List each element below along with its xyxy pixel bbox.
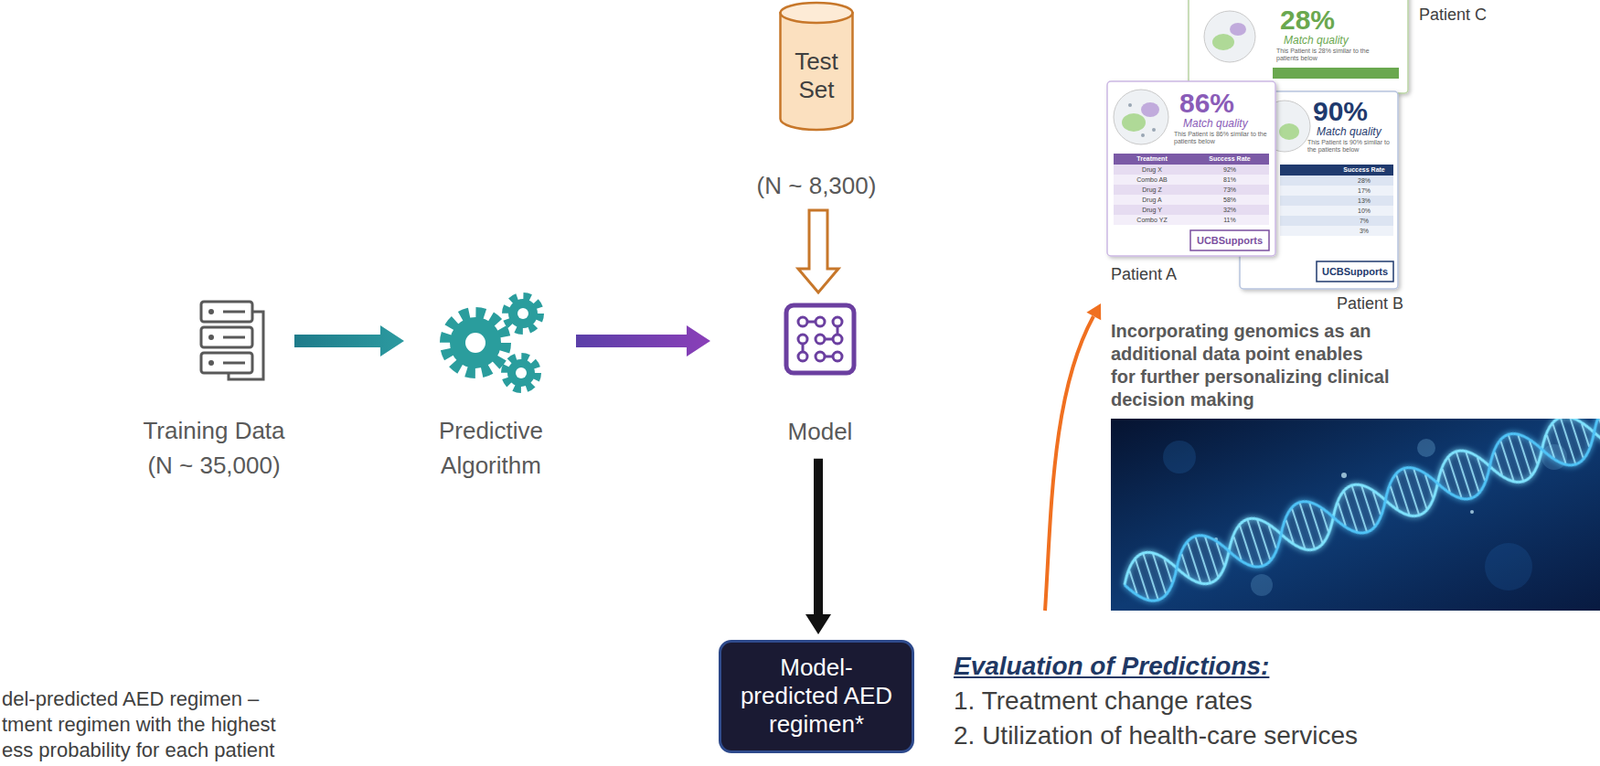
footnote: tment regimen with the highest <box>1 713 277 737</box>
patient-label: Patient B <box>1336 294 1404 315</box>
callout-text: Incorporating genomics as an additional … <box>1110 320 1391 412</box>
input-arrow <box>798 210 839 293</box>
node-label: Test Set <box>778 47 854 105</box>
card-subtitle: Match quality <box>1283 33 1349 47</box>
table-cell: Drug A <box>1113 194 1191 205</box>
flow-arrow <box>576 325 711 357</box>
brand-logo: UCBSupports <box>1316 261 1394 282</box>
flow-arrow <box>294 325 405 357</box>
table-cell: Combo YZ <box>1113 214 1191 225</box>
card-note: This Patient is 28% similar to the patie… <box>1276 47 1377 64</box>
cylinder-top <box>780 2 854 23</box>
algorithm-step: Predictive Algorithm <box>413 297 569 483</box>
patient-label: Patient C <box>1418 5 1487 26</box>
list-item: 1. Treatment change rates <box>953 685 1253 717</box>
node-label: Predictive Algorithm <box>416 414 566 483</box>
match-percent: 90% <box>1312 95 1368 128</box>
model-icon <box>786 305 854 374</box>
list-item: 2. Utilization of health-care services <box>953 720 1358 752</box>
table-header: Treatment <box>1113 153 1191 165</box>
match-percent: 28% <box>1280 3 1335 37</box>
node-label: Model <box>785 415 855 450</box>
model-step: Model <box>781 301 859 450</box>
output-box: Model-predicted AED regimen* <box>718 640 915 754</box>
table-cell: 13% <box>1334 195 1394 206</box>
card-note: This Patient is 86% similar to the patie… <box>1173 130 1270 147</box>
node-note: (N ~ 8,300) <box>757 171 877 201</box>
patient-label: Patient A <box>1110 265 1177 286</box>
table-cell: 81% <box>1190 174 1270 185</box>
dna-picture <box>1110 392 1600 611</box>
database-cylinder: Test Set(N ~ 8,300) <box>778 1 854 130</box>
table-cell: 7% <box>1334 215 1394 226</box>
table-cell: 58% <box>1190 194 1270 205</box>
table-cell: 73% <box>1190 184 1270 195</box>
node-note: (N ~ 35,000) <box>142 448 286 484</box>
card-subtitle: Match quality <box>1316 125 1382 139</box>
table-cell: 10% <box>1334 205 1394 216</box>
server-icon <box>201 301 264 380</box>
table-cell: Combo AB <box>1113 174 1191 185</box>
table-header: Success Rate <box>1190 153 1270 165</box>
node-label: Model-predicted AED regimen* <box>736 653 897 740</box>
table-cell: Drug X <box>1113 164 1191 175</box>
patient-card <box>1107 81 1276 256</box>
section-heading: Evaluation of Predictions: <box>953 650 1270 683</box>
table-header: Success Rate <box>1334 164 1394 176</box>
output-arrow <box>805 458 832 635</box>
data-source: Training Data(N ~ 35,000) <box>138 297 289 483</box>
table-cell: 32% <box>1190 204 1270 215</box>
card-subtitle: Match quality <box>1183 117 1248 130</box>
table-cell: Drug Z <box>1113 184 1191 195</box>
node-label: Training Data <box>142 414 286 449</box>
footnote: del-predicted AED regimen – <box>1 687 259 712</box>
gears-icon <box>445 296 541 390</box>
table-cell: 3% <box>1334 225 1394 236</box>
table-cell: 28% <box>1334 175 1394 186</box>
table-cell: 17% <box>1334 185 1394 196</box>
match-percent: 86% <box>1179 86 1235 120</box>
card-note: This Patient is 90% similar to the patie… <box>1307 138 1392 155</box>
table-cell: 92% <box>1190 164 1270 175</box>
callout-arrow <box>1045 303 1101 611</box>
brand-logo: UCBSupports <box>1190 230 1270 251</box>
patient-card <box>1188 0 1408 94</box>
table-cell: 11% <box>1190 214 1270 225</box>
footnote: ess probability for each patient <box>1 738 275 763</box>
table-cell: Drug Y <box>1113 204 1191 215</box>
